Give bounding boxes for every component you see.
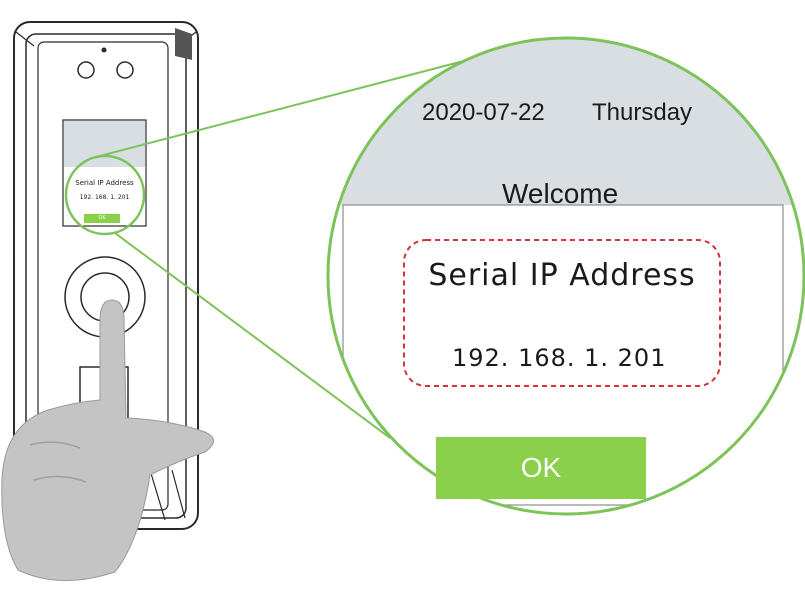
greeting-label: Welcome [502,178,619,205]
callout-line-bottom [114,232,391,439]
camera-lens-icon [77,61,95,79]
device-ip-address: 192. 168. 1. 201 [79,194,130,201]
callout-small-circle [64,154,146,236]
access-device [13,21,199,530]
greeting-clip: Welcome [343,178,783,205]
camera-lens-icon [116,61,134,79]
sensor-dot-icon [101,47,107,53]
ip-highlight-box [403,239,721,387]
device-dialog-title: Serial IP Address [75,179,134,187]
ip-address-value: 192. 168. 1. 201 [452,344,667,372]
callout-magnifier-circle [326,36,805,516]
device-ok-button[interactable]: OK [84,214,120,223]
ok-button[interactable]: OK [436,437,646,499]
date-label: 2020-07-22 [422,99,545,126]
callout-line-top [95,57,476,158]
hand-illustration [1,299,214,582]
dialog-title: Serial IP Address [428,258,696,293]
weekday-label: Thursday [592,99,693,126]
